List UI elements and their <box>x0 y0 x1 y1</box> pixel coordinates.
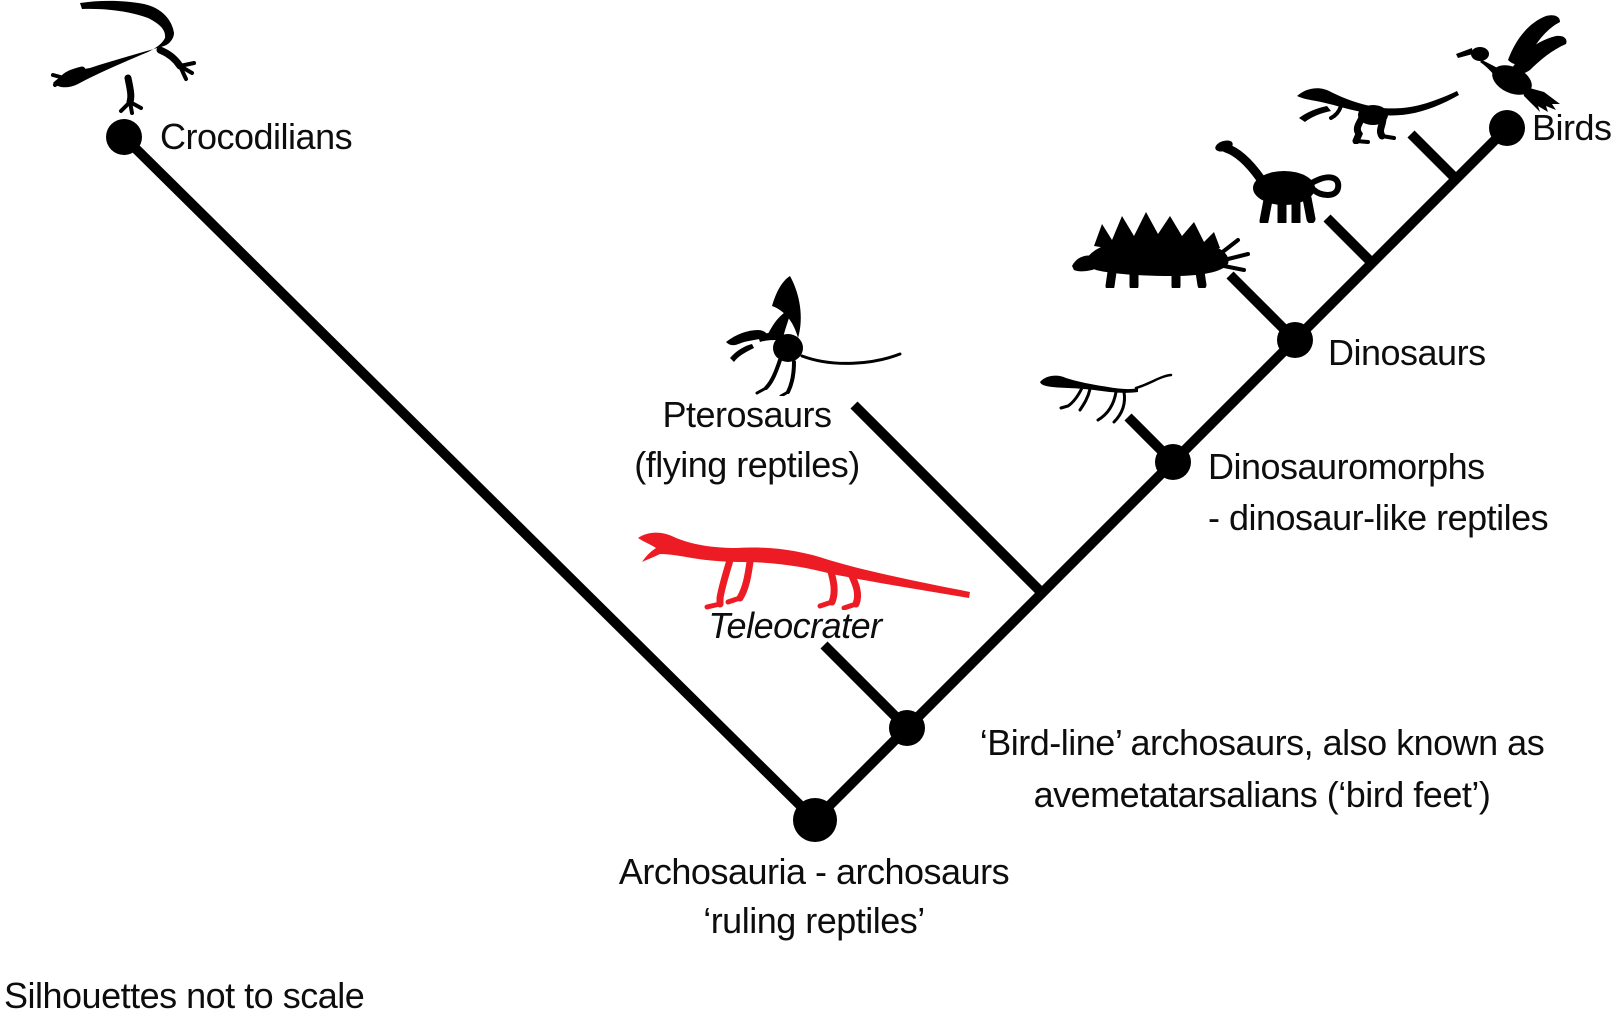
bird-icon <box>1456 15 1567 112</box>
label-teleocrater: Teleocrater <box>708 605 882 646</box>
label-dinosaurs: Dinosaurs <box>1328 332 1486 373</box>
stegosaurus-icon <box>1072 212 1250 288</box>
label-archosauria-line1: Archosauria - archosaurs <box>618 851 1010 892</box>
label-archosauria: Archosauria - archosaurs ‘ruling reptile… <box>618 847 1010 945</box>
node-dinosaurs <box>1277 322 1313 358</box>
label-dinosauromorphs-line1: Dinosauromorphs <box>1208 446 1485 487</box>
sauropod-icon <box>1215 140 1342 223</box>
pterosaur-icon <box>726 276 902 396</box>
label-crocodilians: Crocodilians <box>160 116 353 157</box>
dinosauromorph-icon <box>1040 373 1173 424</box>
node-crocodilians <box>106 119 142 155</box>
node-dinosauromorphs <box>1155 444 1191 480</box>
node-birds <box>1489 110 1525 146</box>
branch-teleocrater <box>820 641 911 732</box>
node-birdline <box>889 710 925 746</box>
label-dinosauromorphs-line2: - dinosaur-like reptiles <box>1208 497 1549 538</box>
teleocrater-icon <box>638 532 970 610</box>
theropod-icon <box>1297 88 1459 144</box>
label-birdline-archosaurs: ‘Bird-line’ archosaurs, also known as av… <box>979 717 1545 821</box>
branch-sauropod <box>1323 214 1376 267</box>
branch-theropod <box>1407 130 1460 183</box>
branch-pterosaurs <box>850 401 1046 597</box>
branch-crocodilians <box>120 133 819 824</box>
node-archosauria-root <box>793 798 837 842</box>
label-pterosaurs-line2: (flying reptiles) <box>634 444 860 485</box>
label-dinosauromorphs: Dinosauromorphs - dinosaur-like reptiles <box>1208 441 1549 543</box>
label-birdline-line2: avemetatarsalians (‘bird feet’) <box>1033 774 1491 815</box>
label-archosauria-line2: ‘ruling reptiles’ <box>703 900 925 941</box>
label-pterosaurs: Pterosaurs (flying reptiles) <box>634 390 860 490</box>
footnote-silhouettes-not-to-scale: Silhouettes not to scale <box>4 975 365 1016</box>
label-birdline-line1: ‘Bird-line’ archosaurs, also known as <box>979 722 1545 763</box>
label-birds: Birds <box>1532 107 1612 148</box>
crocodile-icon <box>51 0 196 115</box>
label-pterosaurs-line1: Pterosaurs <box>662 394 832 435</box>
